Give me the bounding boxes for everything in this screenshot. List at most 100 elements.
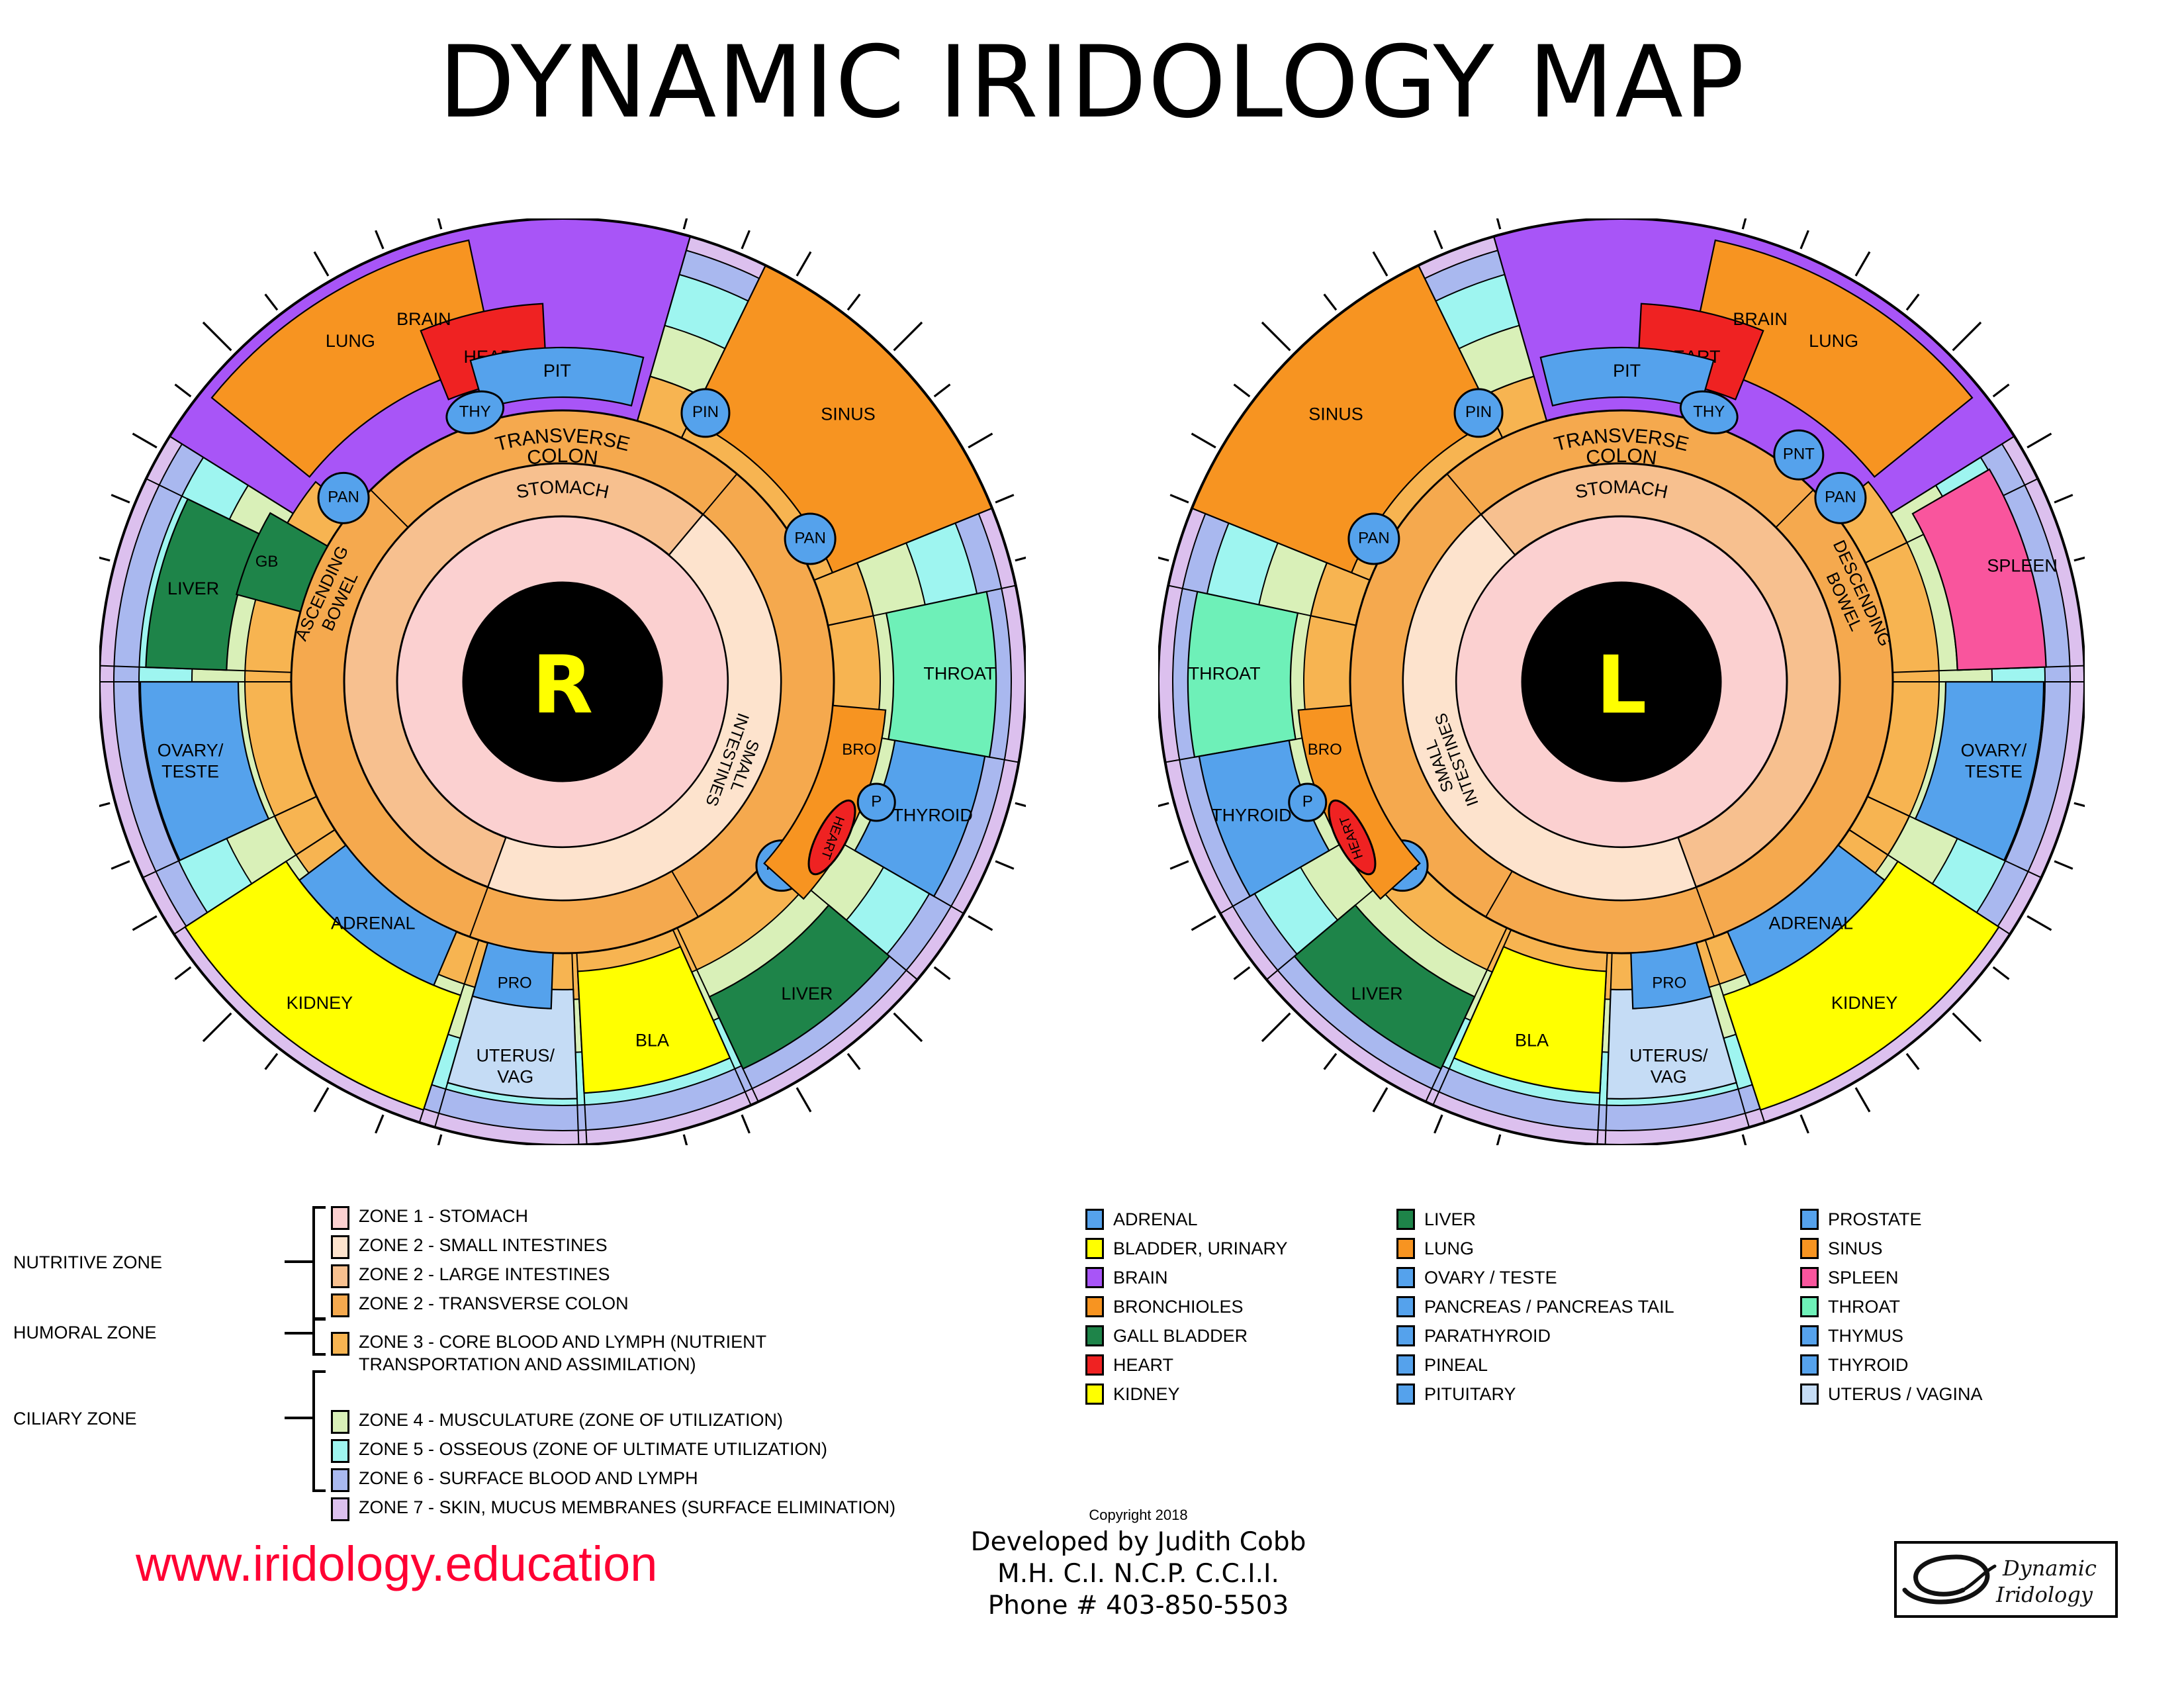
zone-label: ZONE 3 - CORE BLOOD AND LYMPH (NUTRIENT …	[359, 1332, 767, 1374]
organ-swatch	[1085, 1354, 1104, 1376]
iris-sector-label: LIVER	[167, 579, 219, 598]
svg-text:COLON: COLON	[526, 445, 600, 469]
bracket-label-ciliary: CILIARY ZONE	[13, 1409, 137, 1429]
zone-swatch	[331, 1264, 349, 1288]
iris-parathyroid-label: P	[1302, 792, 1313, 810]
iris-sector-label: THYROID	[892, 806, 973, 825]
website-url[interactable]: www.iridology.education	[136, 1536, 658, 1591]
legend-zone-item: ZONE 7 - SKIN, MUCUS MEMBRANES (SURFACE …	[331, 1496, 1310, 1525]
organ-label: PROSTATE	[1828, 1209, 1922, 1229]
organ-label: SINUS	[1828, 1238, 1883, 1258]
zone-label: ZONE 2 - LARGE INTESTINES	[359, 1264, 610, 1284]
iris-sector-label: BRAIN	[396, 309, 451, 329]
bracket-ciliary	[312, 1370, 326, 1492]
iris-sector-label: UTERUS/VAG	[476, 1046, 555, 1087]
iris-gb-label: GB	[255, 553, 279, 571]
legend-organ-item: SINUS	[1800, 1234, 1983, 1263]
legend-zone-item: ZONE 3 - CORE BLOOD AND LYMPH (NUTRIENT …	[331, 1331, 1310, 1389]
legend-organ-item: GALL BLADDER	[1085, 1321, 1288, 1350]
zone-swatch	[331, 1332, 349, 1356]
zone-legend-column: ZONE 1 - STOMACH ZONE 2 - SMALL INTESTIN…	[331, 1205, 1310, 1525]
dynamic-iridology-logo: Dynamic Iridology	[1894, 1541, 2118, 1618]
iris-adrenal-label: ADRENAL	[331, 914, 416, 933]
iris-pan-label: PAN	[328, 489, 359, 506]
organ-legend-column-1: ADRENAL BLADDER, URINARY BRAIN BRONCHIOL…	[1085, 1205, 1288, 1409]
iris-thy-label: THY	[1693, 402, 1725, 420]
bracket-line-ciliary	[285, 1417, 314, 1419]
legend-organ-item: PITUITARY	[1396, 1380, 1674, 1409]
organ-label: THYROID	[1828, 1354, 1909, 1375]
legend-organ-item: BRAIN	[1085, 1263, 1288, 1292]
iris-sector-label: THROAT	[1189, 664, 1261, 684]
bracket-humoral	[312, 1317, 326, 1356]
legend-organ-item: PANCREAS / PANCREAS TAIL	[1396, 1292, 1674, 1321]
bracket-label-nutritive: NUTRITIVE ZONE	[13, 1252, 163, 1272]
zone-label: ZONE 1 - STOMACH	[359, 1206, 529, 1226]
iris-thy-label: THY	[459, 402, 491, 420]
iris-bro-label: BRO	[1308, 741, 1342, 759]
iris-center-letter: R	[532, 640, 593, 732]
organ-swatch	[1085, 1209, 1104, 1230]
organ-swatch	[1085, 1383, 1104, 1405]
developer-name: Developed by Judith Cobb	[970, 1527, 1306, 1557]
iris-adrenal-label: ADRENAL	[1769, 914, 1854, 933]
iris-sector-label: SINUS	[1308, 404, 1363, 424]
iris-pin-label: PIN	[692, 403, 719, 421]
zone-label: ZONE 6 - SURFACE BLOOD AND LYMPH	[359, 1468, 698, 1488]
iris-center-letter: L	[1596, 640, 1647, 732]
organ-legend-column-3: PROSTATE SINUS SPLEEN THROAT THYMUS THYR…	[1800, 1205, 1983, 1409]
iris-pit-label: PIT	[1613, 361, 1641, 381]
legend-organ-item: LIVER	[1396, 1205, 1674, 1234]
legend-zone-item: ZONE 1 - STOMACH	[331, 1205, 1310, 1234]
organ-swatch	[1800, 1267, 1819, 1288]
organ-label: THYMUS	[1828, 1325, 1903, 1346]
organ-swatch	[1396, 1238, 1415, 1259]
organ-swatch	[1800, 1383, 1819, 1405]
credits-block: Copyright 2018 Developed by Judith Cobb …	[907, 1507, 1370, 1622]
organ-swatch	[1396, 1267, 1415, 1288]
iris-sector-label: KIDNEY	[287, 993, 353, 1013]
legend-organ-item: UTERUS / VAGINA	[1800, 1380, 1983, 1409]
legend-zone-item: ZONE 4 - MUSCULATURE (ZONE OF UTILIZATIO…	[331, 1409, 1310, 1438]
legend-organ-item: PARATHYROID	[1396, 1321, 1674, 1350]
organ-label: PARATHYROID	[1424, 1325, 1551, 1346]
organ-label: OVARY / TESTE	[1424, 1267, 1557, 1288]
svg-text:COLON: COLON	[1585, 445, 1659, 469]
legend-organ-item: OVARY / TESTE	[1396, 1263, 1674, 1292]
iris-sector-label: BLA	[635, 1030, 669, 1050]
organ-swatch	[1396, 1354, 1415, 1376]
legend-organ-item: THROAT	[1800, 1292, 1983, 1321]
page-title: DYNAMIC IRIDOLOGY MAP	[438, 25, 1746, 140]
organ-label: LIVER	[1424, 1209, 1477, 1229]
zone-swatch	[331, 1206, 349, 1230]
organ-label: ADRENAL	[1113, 1209, 1198, 1229]
legend-zone-item: ZONE 2 - SMALL INTESTINES	[331, 1234, 1310, 1263]
legend-organ-item: KIDNEY	[1085, 1380, 1288, 1409]
iris-sector-label: UTERUS/VAG	[1629, 1046, 1708, 1087]
organ-swatch	[1800, 1354, 1819, 1376]
iris-pit-label: PIT	[543, 361, 571, 381]
organ-swatch	[1085, 1267, 1104, 1288]
legend-organ-item: PROSTATE	[1800, 1205, 1983, 1234]
iris-pan-label: PAN	[794, 529, 826, 547]
iris-pro-label: PRO	[498, 974, 532, 992]
legend-organ-item: BLADDER, URINARY	[1085, 1234, 1288, 1263]
organ-swatch	[1396, 1383, 1415, 1405]
organ-swatch	[1085, 1325, 1104, 1346]
bracket-line-humoral	[285, 1332, 314, 1335]
iris-pan-label: PAN	[1825, 489, 1856, 506]
iris-sector-label: OVARY/TESTE	[1961, 741, 2027, 782]
organ-label: THROAT	[1828, 1296, 1900, 1317]
zone-label: ZONE 4 - MUSCULATURE (ZONE OF UTILIZATIO…	[359, 1410, 784, 1430]
iris-spleen-label: SPLEEN	[1987, 555, 2058, 575]
organ-swatch	[1396, 1325, 1415, 1346]
iris-pro-label: PRO	[1652, 974, 1686, 992]
legend-zone-item: ZONE 2 - TRANSVERSE COLON	[331, 1292, 1310, 1321]
zone-label: ZONE 2 - TRANSVERSE COLON	[359, 1293, 629, 1313]
zone-swatch	[331, 1235, 349, 1259]
organ-label: HEART	[1113, 1354, 1174, 1375]
organ-swatch	[1396, 1296, 1415, 1317]
organ-label: PINEAL	[1424, 1354, 1488, 1375]
